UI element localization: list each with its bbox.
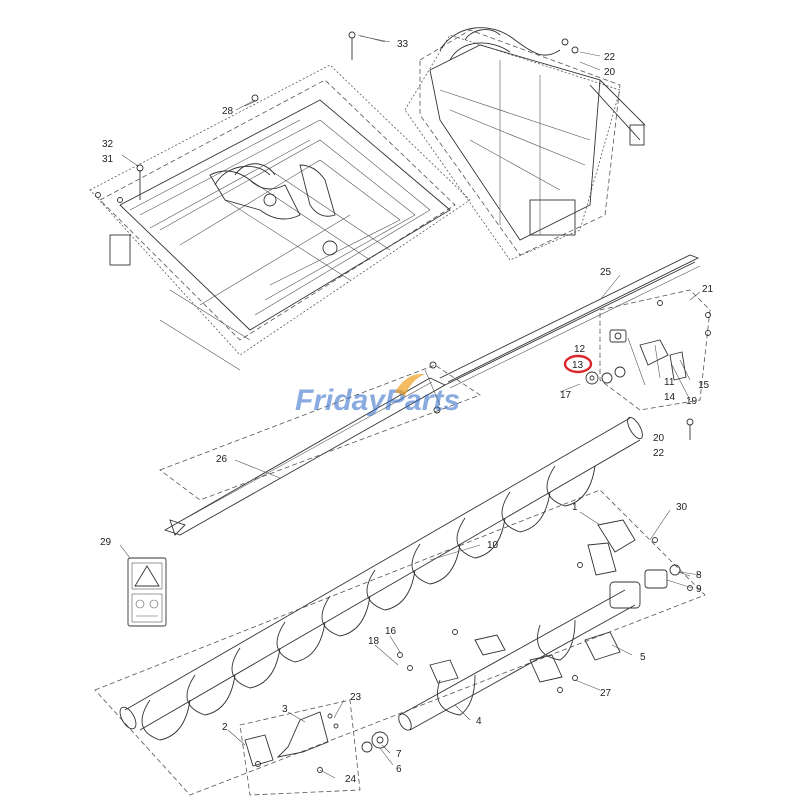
part-4-lower-shaft [398,581,641,731]
callout-25: 25 [600,267,612,278]
callout-16: 16 [385,626,397,637]
callout-19: 19 [686,396,698,407]
callout-23: 23 [350,692,362,703]
callout-32: 32 [102,139,114,150]
callout-labels: 1 2 3 4 5 6 7 8 9 10 11 12 13 14 15 16 1… [100,39,714,785]
callout-24: 24 [345,774,357,785]
callout-2: 2 [222,722,228,733]
callout-14: 14 [664,392,676,403]
highlight-ring [563,354,593,374]
header-frame-right [404,27,646,261]
lower-hardware [239,519,701,796]
callout-29: 29 [100,537,112,548]
upper-fasteners [95,31,601,203]
callout-leaders [119,35,693,779]
callout-3: 3 [282,704,288,715]
callout-11: 11 [664,377,675,388]
callout-4: 4 [476,716,482,727]
callout-5: 5 [640,652,646,663]
callout-8: 8 [696,570,702,581]
part-10-auger [94,416,706,796]
watermark-swoosh-icon [395,373,425,396]
callout-30: 30 [676,502,688,513]
callout-22: 22 [653,448,665,459]
callout-18: 18 [368,636,380,647]
callout-15: 15 [698,380,710,391]
callout-21: 21 [702,284,714,295]
callout-10: 10 [487,540,499,551]
callout-9: 9 [696,584,702,595]
callout-20-top: 20 [604,67,616,78]
part-26-long-strip [159,361,481,536]
callout-7: 7 [396,749,402,760]
callout-1: 1 [572,502,578,513]
callout-17: 17 [560,390,572,401]
part-25-guide-strip [439,254,701,389]
header-frame-left [89,64,471,371]
callout-26: 26 [216,454,228,465]
watermark-text: FridayParts [295,384,460,417]
callout-20: 20 [653,433,665,444]
callout-13: 13 [572,360,584,371]
auger-flights [141,465,596,741]
callout-22-top: 22 [604,52,616,63]
callout-6: 6 [396,764,402,775]
callout-31: 31 [102,154,114,165]
callout-33: 33 [397,39,409,50]
part-29-warning-decal [127,557,167,627]
callout-27: 27 [600,688,612,699]
callout-28: 28 [222,106,234,117]
callout-12: 12 [574,344,586,355]
right-hardware-cluster [559,289,711,440]
